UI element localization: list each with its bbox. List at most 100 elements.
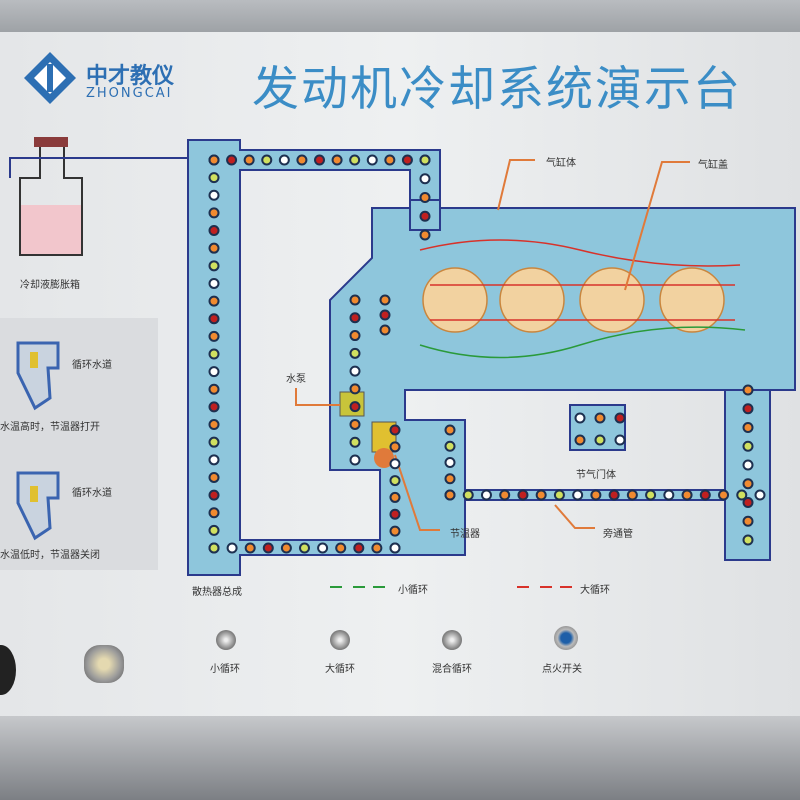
indicator-led: [419, 229, 431, 241]
label-water-pump: 水泵: [286, 374, 306, 385]
indicator-led: [718, 489, 730, 501]
logo-chinese: 中才教仪: [86, 64, 175, 89]
indicator-led: [208, 313, 220, 325]
cylinders: [422, 267, 725, 333]
thermostat-closed-icon: [16, 471, 60, 541]
indicator-led: [226, 154, 238, 166]
indicator-led: [389, 475, 401, 487]
mixed-loop-button[interactable]: [442, 630, 462, 650]
indicator-led: [208, 242, 220, 254]
indicator-led: [742, 459, 754, 471]
expansion-tank: [9, 137, 188, 256]
indicator-led: [742, 478, 754, 490]
indicator-led: [535, 489, 547, 501]
mixed-loop-button-label: 混合循环: [432, 664, 472, 675]
indicator-led: [208, 189, 220, 201]
indicator-led: [614, 434, 626, 446]
indicator-led: [280, 542, 292, 554]
indicator-led: [444, 457, 456, 468]
legend-big-loop: 大循环: [580, 585, 610, 596]
indicator-led: [261, 154, 273, 166]
indicator-led: [299, 542, 310, 554]
indicator-led: [366, 154, 378, 166]
indicator-led: [553, 489, 565, 501]
indicator-led: [389, 542, 401, 554]
indicator-led: [349, 154, 361, 166]
indicator-led: [742, 422, 754, 433]
legend-open-channel: 循环水道: [72, 360, 112, 371]
led-indicators: [208, 154, 766, 554]
indicator-led: [419, 154, 431, 166]
indicator-led: [736, 489, 748, 501]
label-radiator: 散热器总成: [192, 587, 242, 598]
indicator-led: [742, 497, 754, 508]
indicator-led: [349, 294, 361, 306]
indicator-led: [208, 542, 220, 554]
indicator-led: [572, 489, 584, 501]
indicator-led: [208, 207, 220, 219]
indicator-led: [208, 401, 220, 413]
indicator-led: [349, 312, 361, 324]
indicator-led: [754, 489, 766, 501]
indicator-led: [499, 489, 511, 501]
indicator-led: [389, 458, 401, 470]
callout-arrows: [295, 159, 690, 531]
indicator-led: [401, 154, 413, 166]
indicator-led: [314, 154, 325, 166]
indicator-led: [208, 154, 220, 166]
indicator-led: [681, 489, 693, 501]
indicator-led: [349, 418, 361, 430]
indicator-led: [353, 542, 365, 554]
logo-icon: [24, 52, 76, 104]
indicator-led: [317, 542, 329, 554]
label-cylinder-head: 气缸盖: [698, 160, 728, 171]
indicator-led: [574, 412, 586, 424]
thermostat-legend-panel: 循环水道 水温高时，节温器打开 循环水道 水温低时，节温器关闭: [0, 318, 158, 570]
indicator-led: [590, 489, 602, 501]
indicator-led: [742, 403, 754, 415]
legend-open-caption: 水温高时，节温器打开: [0, 422, 100, 433]
indicator-led: [208, 348, 220, 360]
indicator-led: [243, 154, 255, 166]
ignition-key-switch[interactable]: [554, 626, 578, 650]
big-loop-button-label: 大循环: [325, 664, 355, 675]
flow-lines: [419, 239, 746, 359]
indicator-led: [371, 542, 383, 554]
indicator-led: [462, 489, 474, 501]
indicator-led: [349, 383, 361, 395]
indicator-led: [444, 440, 456, 452]
indicator-led: [379, 294, 391, 306]
indicator-led: [389, 491, 401, 503]
indicator-led: [331, 154, 343, 166]
indicator-led: [349, 365, 361, 377]
indicator-led: [349, 347, 361, 359]
indicator-led: [389, 525, 401, 537]
indicator-led: [614, 412, 626, 424]
indicator-led: [278, 154, 290, 166]
legend-closed-caption: 水温低时，节温器关闭: [0, 550, 100, 561]
indicator-led: [517, 489, 529, 501]
small-loop-button-label: 小循环: [210, 664, 240, 675]
indicator-led: [384, 154, 396, 166]
indicator-led: [335, 542, 347, 554]
indicator-led: [419, 192, 431, 203]
indicator-led: [349, 454, 361, 466]
legend-closed-channel: 循环水道: [72, 488, 112, 499]
label-thermostat: 节温器: [450, 529, 480, 540]
indicator-led: [208, 172, 220, 184]
indicator-led: [208, 330, 220, 342]
indicator-led: [349, 401, 361, 413]
small-loop-button[interactable]: [216, 630, 236, 650]
indicator-led: [208, 366, 220, 378]
indicator-led: [208, 295, 220, 307]
indicator-led: [480, 489, 492, 501]
label-expansion-tank: 冷却液膨胀箱: [20, 280, 80, 291]
indicator-led: [389, 424, 401, 436]
gauge-knob: [0, 645, 16, 695]
indicator-led: [594, 434, 606, 446]
ignition-switch-label: 点火开关: [542, 664, 582, 675]
big-loop-button[interactable]: [330, 630, 350, 650]
indicator-led: [419, 173, 431, 185]
label-cylinder-block: 气缸体: [546, 158, 576, 169]
